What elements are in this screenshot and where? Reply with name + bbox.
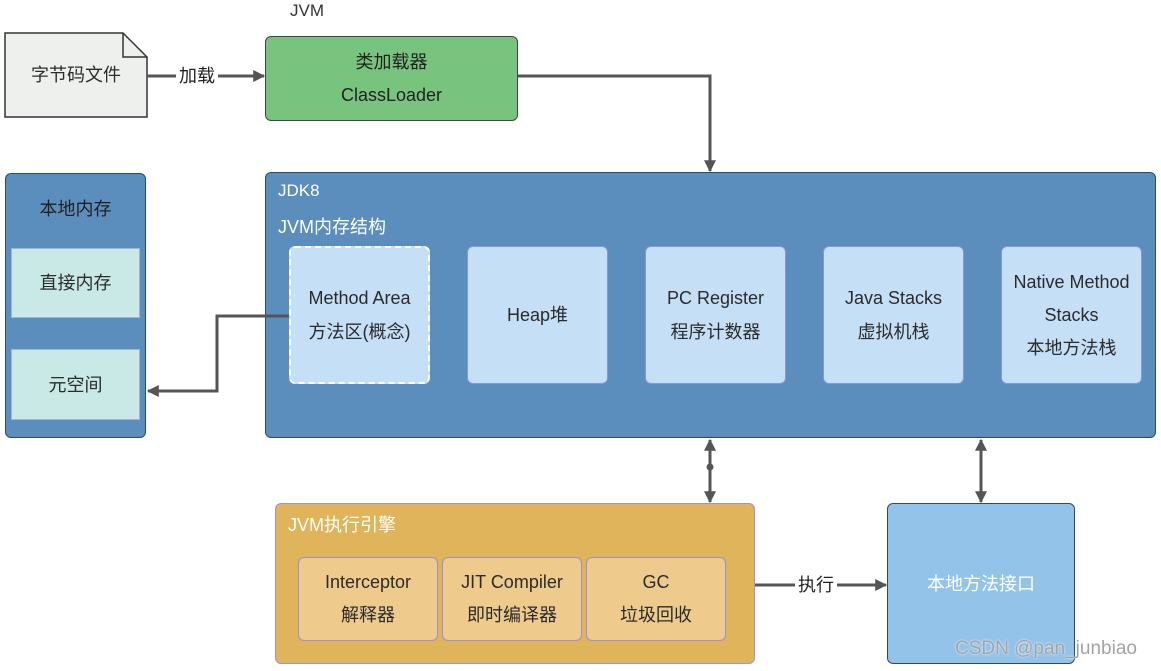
java-stacks-name-cn: 虚拟机栈: [857, 322, 930, 342]
interceptor-box: Interceptor 解释器: [298, 557, 438, 641]
classloader-box: 类加载器 ClassLoader: [265, 36, 518, 121]
native-method-stacks-name-en-line2: Stacks: [1044, 304, 1099, 325]
direct-memory-box: 直接内存: [11, 248, 140, 318]
classloader-to-memory-arrow: [518, 74, 716, 173]
interceptor-name-en: Interceptor: [324, 572, 412, 592]
native-method-stacks-name-en-line1: Native Method: [1013, 271, 1130, 292]
interceptor-name-cn: 解释器: [341, 605, 395, 625]
direct-memory-label: 直接内存: [39, 273, 112, 293]
execution-engine-title: JVM执行引擎: [288, 515, 396, 535]
method-area-to-native-memory-arrow: [146, 314, 289, 397]
native-memory-title: 本地内存: [39, 199, 112, 219]
execute-edge-label: 执行: [795, 573, 837, 597]
gc-box: GC 垃圾回收: [586, 557, 726, 641]
jit-compiler-name-en: JIT Compiler: [461, 572, 563, 592]
gc-name-cn: 垃圾回收: [620, 605, 692, 625]
load-edge-label: 加载: [176, 64, 218, 88]
pc-register-name-en: PC Register: [666, 288, 765, 308]
method-area-name-cn: 方法区(概念): [308, 322, 411, 342]
watermark: CSDN @pan_junbiao: [955, 638, 1137, 659]
java-stacks-box: Java Stacks 虚拟机栈: [823, 246, 964, 384]
bytecode-file-node: 字节码文件: [5, 33, 147, 117]
method-area-box: Method Area 方法区(概念): [289, 246, 430, 384]
heap-name: Heap堆: [506, 305, 569, 325]
native-method-stacks-name-cn: 本地方法栈: [1026, 337, 1117, 358]
memory-engine-arrow-dot: [706, 463, 714, 471]
bytecode-file-label: 字节码文件: [31, 65, 121, 85]
heap-box: Heap堆: [467, 246, 608, 384]
jdk8-version-label: JDK8: [278, 181, 320, 200]
gc-name-en: GC: [642, 572, 670, 592]
native-method-interface-box: 本地方法接口: [887, 503, 1075, 664]
jit-compiler-name-cn: 即时编译器: [467, 605, 557, 625]
metaspace-label: 元空间: [48, 374, 103, 395]
pc-register-name-cn: 程序计数器: [670, 322, 761, 342]
java-stacks-name-en: Java Stacks: [844, 288, 943, 308]
pc-register-box: PC Register 程序计数器: [645, 246, 786, 384]
classloader-title-cn: 类加载器: [355, 51, 428, 72]
jit-compiler-box: JIT Compiler 即时编译器: [442, 557, 582, 641]
jvm-label: JVM: [290, 1, 324, 20]
method-area-name-en: Method Area: [308, 288, 411, 308]
jvm-memory-structure-title: JVM内存结构: [278, 217, 386, 237]
native-method-stacks-box: Native Method Stacks 本地方法栈: [1001, 246, 1142, 384]
native-method-interface-label: 本地方法接口: [927, 573, 1035, 594]
metaspace-box: 元空间: [11, 349, 140, 420]
classloader-title-en: ClassLoader: [340, 84, 443, 105]
bytecode-file-shape: [4, 32, 148, 118]
